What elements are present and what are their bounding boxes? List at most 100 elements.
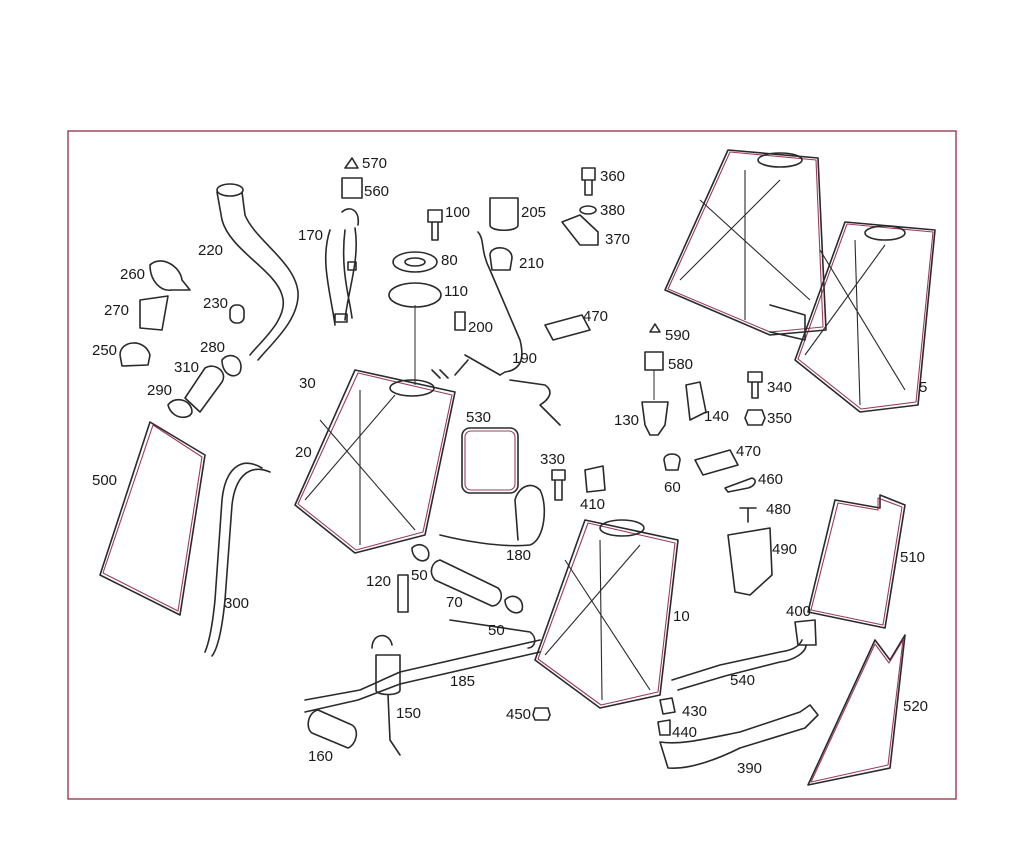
label-560: 560 (364, 183, 389, 200)
fitting-120 (397, 574, 409, 613)
line-190 (477, 231, 561, 426)
label-380: 380 (600, 202, 625, 219)
bracket-400 (794, 619, 817, 646)
filter-205 (489, 197, 519, 232)
label-220: 220 (198, 242, 223, 259)
label-70: 70 (446, 594, 463, 611)
label-180: 180 (506, 547, 531, 564)
label-500: 500 (92, 472, 117, 489)
label-120: 120 (366, 573, 391, 590)
filter-160 (307, 709, 358, 749)
part-labels: 570 560 170 220 260 230 270 280 250 310 … (92, 155, 928, 777)
diagram-frame (67, 130, 957, 800)
bolt-360 (581, 167, 596, 196)
sleeve-230 (229, 304, 245, 324)
label-350: 350 (767, 410, 792, 427)
label-230: 230 (203, 295, 228, 312)
panel-520 (807, 634, 906, 786)
hose-310 (184, 365, 225, 413)
label-470-a: 470 (583, 308, 608, 325)
bracket-370 (561, 214, 599, 246)
clip-410 (584, 465, 606, 493)
relay-140 (685, 381, 707, 421)
label-185: 185 (450, 673, 475, 690)
label-410: 410 (580, 496, 605, 513)
label-400: 400 (786, 603, 811, 620)
cap-250 (119, 342, 151, 367)
sleeve-440 (657, 719, 671, 736)
label-270: 270 (104, 302, 129, 319)
label-5: 5 (919, 379, 927, 396)
pipe-300 (204, 462, 263, 653)
filler-pipe-220 (216, 183, 299, 361)
label-10: 10 (673, 608, 690, 625)
label-110: 110 (444, 283, 468, 300)
plug-60 (663, 453, 681, 471)
label-330: 330 (540, 451, 565, 468)
flange-80 (392, 251, 438, 273)
label-590: 590 (665, 327, 690, 344)
panel-500 (99, 421, 206, 616)
hose-70 (430, 559, 503, 607)
label-160: 160 (308, 748, 333, 765)
cap-590 (649, 323, 661, 333)
nut-350 (744, 409, 766, 426)
label-490: 490 (772, 541, 797, 558)
label-310: 310 (174, 359, 199, 376)
label-50-b: 50 (488, 622, 505, 639)
pad-530 (461, 427, 519, 494)
clamp-50b (504, 595, 524, 614)
bolt-330 (551, 469, 566, 501)
label-30: 30 (299, 375, 316, 392)
label-470-b: 470 (736, 443, 761, 460)
label-130: 130 (614, 412, 639, 429)
label-430: 430 (682, 703, 707, 720)
label-250: 250 (92, 342, 117, 359)
plate-470 (544, 314, 591, 341)
clamp-260 (149, 260, 191, 291)
label-80: 80 (441, 252, 458, 269)
label-260: 260 (120, 266, 145, 283)
label-510: 510 (900, 549, 925, 566)
label-370: 370 (605, 231, 630, 248)
connector-580 (644, 351, 664, 371)
label-580: 580 (668, 356, 693, 373)
label-280: 280 (200, 339, 225, 356)
pump-130 (641, 401, 669, 436)
label-140: 140 (704, 408, 729, 425)
tank-part-20 (294, 369, 456, 554)
tank-part-5 (664, 149, 936, 413)
sensor-200 (454, 311, 466, 331)
pipe-540 (671, 639, 803, 681)
label-210: 210 (519, 255, 544, 272)
label-570: 570 (362, 155, 387, 172)
label-290: 290 (147, 382, 172, 399)
bolt-100 (427, 209, 443, 241)
label-530: 530 (466, 409, 491, 426)
label-20: 20 (295, 444, 312, 461)
label-440: 440 (672, 724, 697, 741)
label-60: 60 (664, 479, 681, 496)
label-190: 190 (512, 350, 537, 367)
label-340: 340 (767, 379, 792, 396)
clamp-290 (167, 398, 193, 419)
clip-270 (139, 295, 169, 331)
bracket-490 (727, 527, 773, 596)
bolt-340 (747, 371, 763, 399)
strap-390 (659, 704, 819, 769)
label-460: 460 (758, 471, 783, 488)
panel-510 (807, 494, 906, 629)
hose-180 (439, 484, 546, 547)
pump-150 (375, 654, 401, 696)
label-480: 480 (766, 501, 791, 518)
label-200: 200 (468, 319, 493, 336)
label-360: 360 (600, 168, 625, 185)
label-390: 390 (737, 760, 762, 777)
label-50-a: 50 (411, 567, 428, 584)
gasket-110 (388, 282, 442, 308)
plate-470b (694, 449, 739, 476)
label-205: 205 (521, 204, 546, 221)
label-450: 450 (506, 706, 531, 723)
label-100: 100 (445, 204, 470, 221)
